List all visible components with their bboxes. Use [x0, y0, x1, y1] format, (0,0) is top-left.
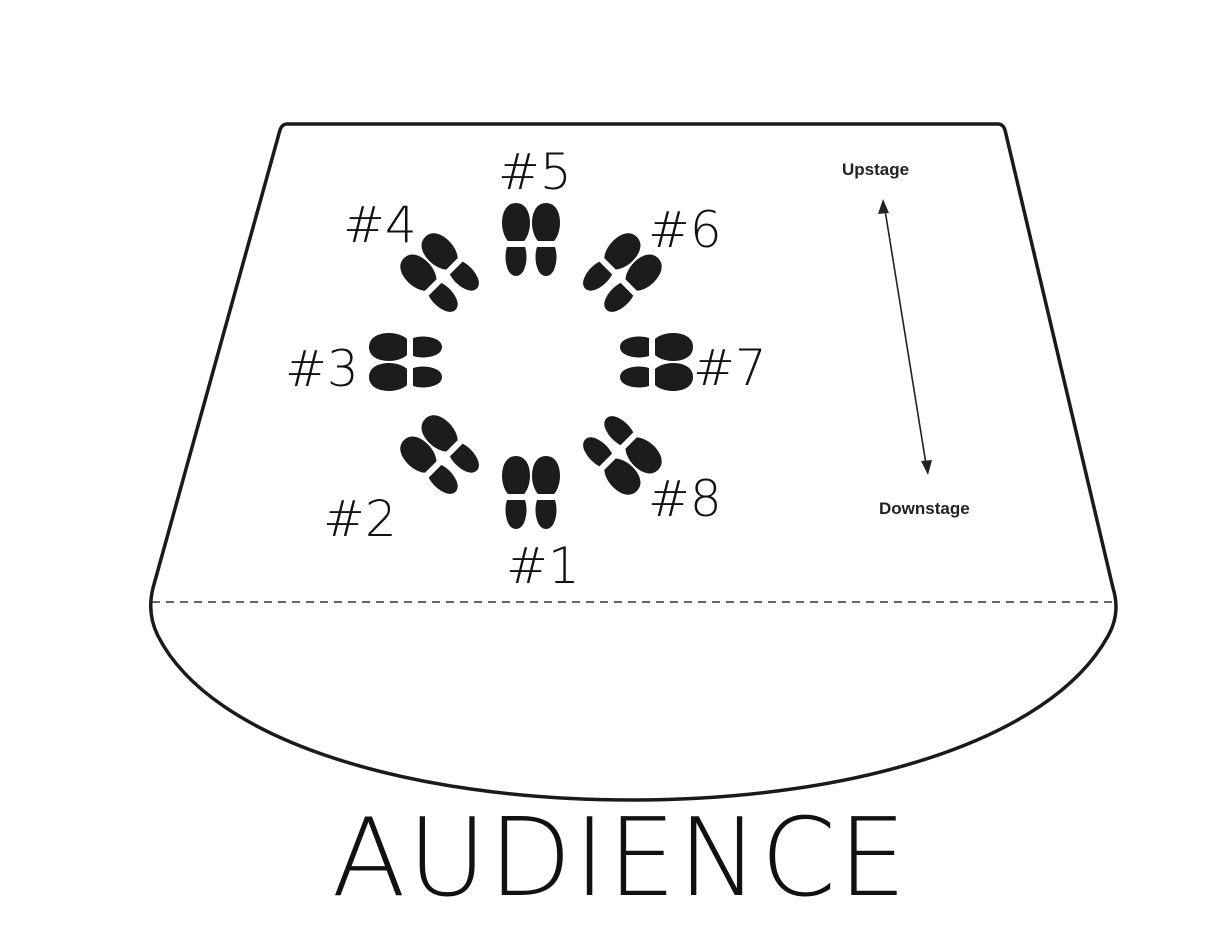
footprints-icon-5 [502, 203, 560, 276]
downstage-label: Downstage [879, 499, 970, 518]
position-label-4: #4 [343, 196, 417, 254]
position-label-2: #2 [323, 490, 397, 548]
position-label-8: #8 [648, 470, 722, 528]
position-label-1: #1 [506, 537, 580, 595]
direction-arrow [878, 199, 932, 475]
stage-outline [148, 122, 1118, 802]
position-label-3: #3 [285, 340, 359, 398]
audience-label: AUDIENCE [332, 796, 909, 921]
footprints-icon-7 [620, 333, 693, 391]
footprints-icon-1 [502, 456, 560, 529]
position-label-7: #7 [693, 339, 767, 397]
upstage-label: Upstage [842, 160, 909, 179]
position-label-6: #6 [648, 201, 722, 259]
footprints-icon-2 [394, 409, 487, 502]
footprints-icon-3 [369, 333, 442, 391]
position-label-5: #5 [498, 143, 572, 201]
